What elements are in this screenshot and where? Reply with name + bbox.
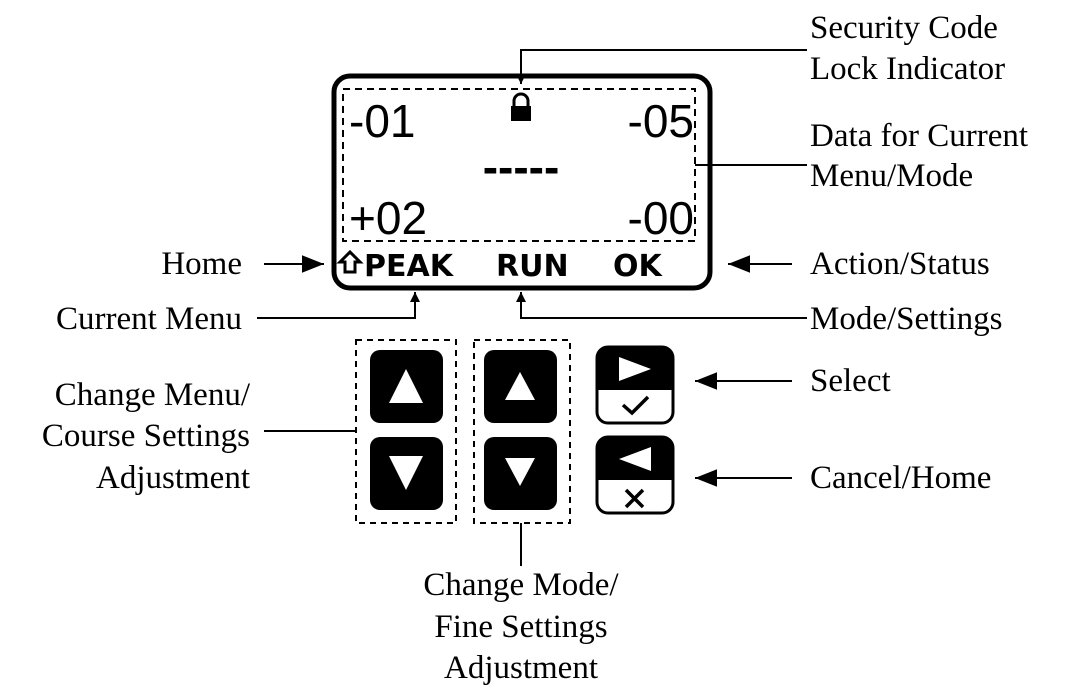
menu-adjust-label-line3: Adjustment (96, 460, 250, 496)
status-menu-text: PEAK (364, 249, 455, 284)
current-menu-label: Current Menu (56, 301, 242, 337)
fine-down-button[interactable] (484, 437, 557, 510)
security-label-line1: Security Code (810, 10, 998, 46)
lcd-display: -01 -05 ----- +02 -00 PEAK RUN OK (331, 73, 713, 291)
leader-lines (257, 49, 807, 566)
lock-icon (511, 92, 531, 121)
security-label-line2: Lock Indicator (810, 51, 1005, 87)
status-action-text: OK (613, 249, 664, 284)
coarse-down-button[interactable] (370, 437, 443, 510)
fine-adjust-label-line3: Adjustment (444, 650, 598, 686)
bottom-left-value: +02 (349, 192, 427, 244)
fine-adjust-label-line2: Fine Settings (434, 609, 607, 645)
coarse-up-button[interactable] (370, 350, 443, 423)
select-label: Select (810, 363, 891, 399)
triangle-down-icon (389, 456, 423, 490)
status-mode-text: RUN (496, 249, 569, 284)
action-status-label: Action/Status (810, 246, 990, 282)
triangle-up-icon (389, 369, 423, 403)
top-left-value: -01 (349, 95, 415, 147)
cancel-button[interactable] (595, 435, 675, 515)
triangle-down-icon (505, 458, 535, 486)
data-label-line1: Data for Current (810, 118, 1028, 154)
select-button[interactable] (595, 345, 675, 425)
bottom-right-value: -00 (628, 192, 694, 244)
triangle-up-icon (505, 372, 535, 400)
data-label-line2: Menu/Mode (810, 158, 973, 194)
triangle-left-icon (619, 447, 651, 471)
menu-adjust-label-line1: Change Menu/ (55, 377, 251, 413)
cancel-home-label: Cancel/Home (810, 460, 991, 496)
x-icon (624, 488, 645, 509)
home-icon (336, 249, 364, 274)
mode-settings-label: Mode/Settings (810, 301, 1003, 337)
check-icon (621, 395, 650, 416)
triangle-right-icon (619, 357, 651, 381)
home-label: Home (161, 246, 242, 282)
fine-group-outline (473, 339, 571, 524)
fine-adjust-label-line1: Change Mode/ (423, 567, 619, 603)
top-right-value: -05 (628, 95, 694, 147)
fine-up-button[interactable] (484, 350, 557, 423)
menu-adjust-label-line2: Course Settings (42, 418, 250, 454)
center-value: ----- (483, 141, 560, 193)
